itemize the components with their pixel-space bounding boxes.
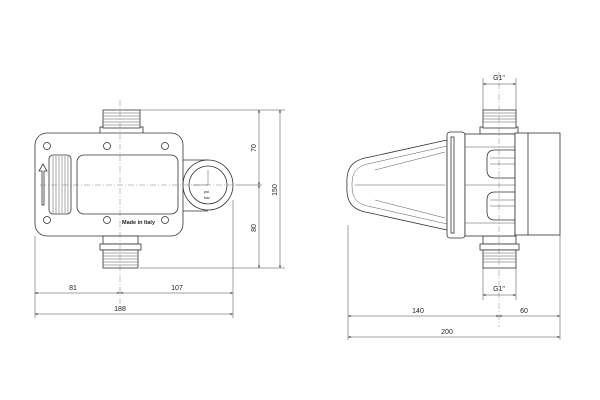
dim-thread-bottom: G1" (493, 286, 505, 293)
gauge-unit-psi: psi (204, 189, 209, 194)
display-window (76, 154, 179, 215)
dim-right-width: 107 (171, 285, 183, 292)
bottom-fitting (99, 235, 142, 269)
dim-left-depth: 140 (412, 308, 424, 315)
front-view: Made in Italy psi bar 70 80 150 81 10 (34, 100, 285, 318)
screws (43, 142, 169, 224)
dim-total-height: 150 (272, 184, 279, 196)
grip (48, 154, 72, 215)
gauge-unit-bar: bar (204, 195, 210, 200)
dim-lower-height: 80 (251, 224, 258, 232)
dim-thread-top: G1" (493, 75, 505, 82)
side-bottom-fitting (479, 235, 520, 269)
rear-cap (514, 132, 561, 236)
made-in-label: Made in Italy (122, 220, 156, 226)
dim-total-width: 188 (114, 306, 126, 313)
top-fitting (99, 109, 144, 135)
dim-right-depth: 60 (520, 308, 528, 315)
dim-upper-height: 70 (251, 144, 258, 152)
flow-arrow-icon (38, 163, 48, 206)
dim-total-depth: 200 (441, 329, 453, 336)
side-view: G1" G1" 140 60 200 (346, 72, 561, 340)
flange (446, 131, 466, 239)
pressure-gauge: psi bar (182, 159, 234, 212)
dim-left-width: 81 (69, 285, 77, 292)
